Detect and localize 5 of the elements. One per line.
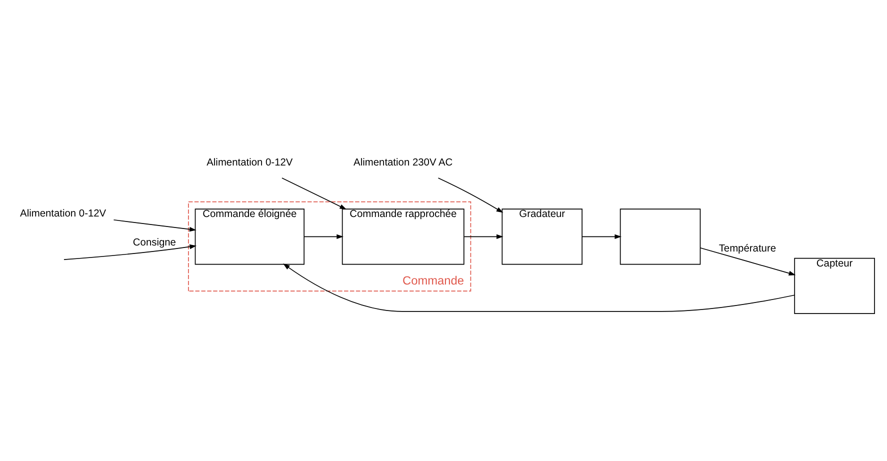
edge-label: Consigne (132, 238, 176, 249)
node-text: Alimentation 230V AC (354, 157, 453, 168)
node-text: Alimentation 0-12V (206, 157, 293, 168)
edge-label: Température (718, 244, 776, 255)
node-text: Alimentation 0-12V (20, 208, 106, 220)
